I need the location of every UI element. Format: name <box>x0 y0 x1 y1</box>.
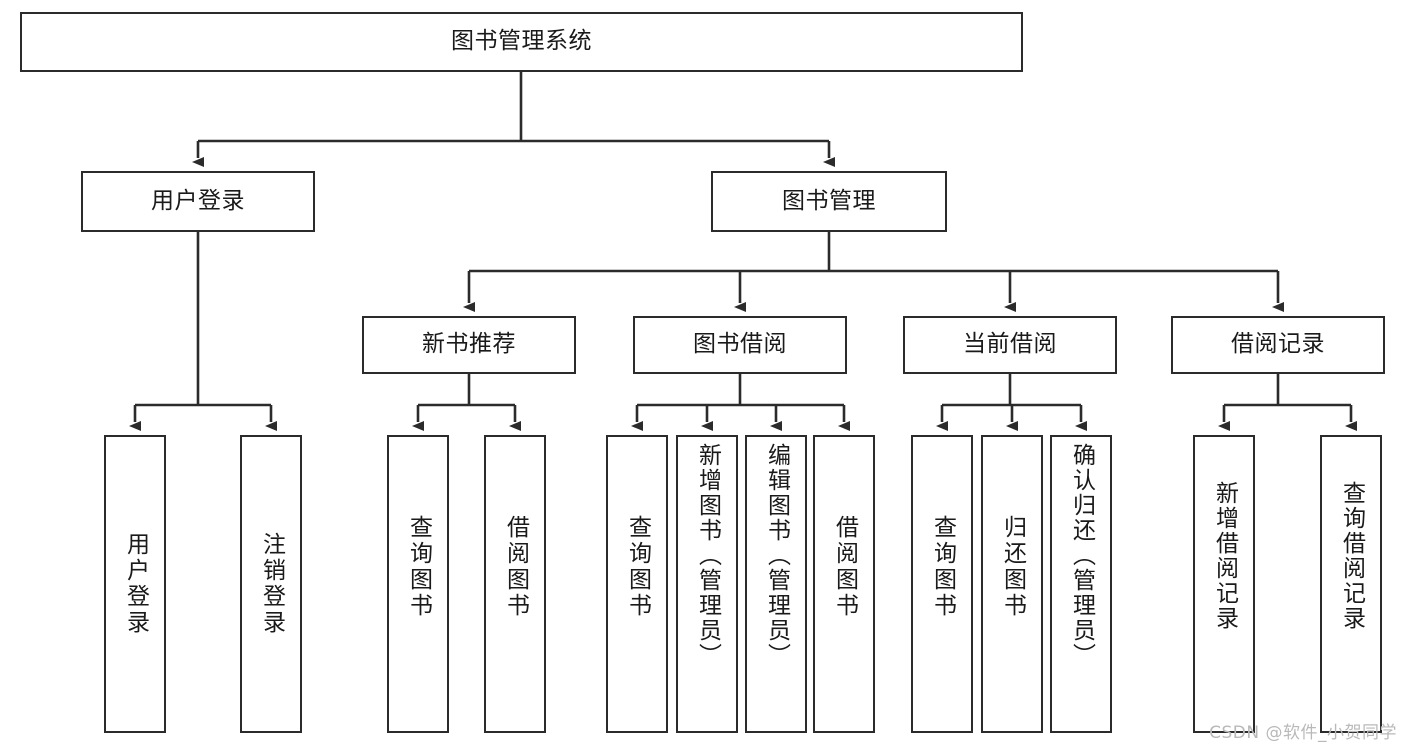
node-leaf-borrow-book-2[interactable]: 借阅图书 <box>813 435 875 733</box>
csdn-watermark: CSDN @软件_小贺同学 <box>1209 723 1397 743</box>
node-book-borrow-label: 图书借阅 <box>693 331 787 358</box>
node-leaf-add-book[interactable]: 新增图书（管理员） <box>676 435 738 733</box>
node-borrow-records[interactable]: 借阅记录 <box>1171 316 1385 374</box>
node-leaf-add-record[interactable]: 新增借阅记录 <box>1193 435 1255 733</box>
node-leaf-edit-book[interactable]: 编辑图书（管理员） <box>745 435 807 733</box>
node-leaf-query-book-2-label: 查询图书 <box>624 515 651 619</box>
node-current-borrow[interactable]: 当前借阅 <box>903 316 1117 374</box>
node-leaf-query-book-3-label: 查询图书 <box>929 515 956 619</box>
node-leaf-borrow-book-1[interactable]: 借阅图书 <box>484 435 546 733</box>
node-leaf-confirm-return-label: 确认归还（管理员） <box>1068 443 1095 668</box>
node-leaf-query-book-3[interactable]: 查询图书 <box>911 435 973 733</box>
node-leaf-add-book-label: 新增图书（管理员） <box>694 443 721 668</box>
node-root[interactable]: 图书管理系统 <box>20 12 1023 72</box>
node-book-manage-label: 图书管理 <box>782 187 876 214</box>
node-leaf-confirm-return[interactable]: 确认归还（管理员） <box>1050 435 1112 733</box>
node-user-login-label: 用户登录 <box>151 187 245 214</box>
node-leaf-borrow-book-1-label: 借阅图书 <box>502 515 529 619</box>
node-book-manage[interactable]: 图书管理 <box>711 171 947 232</box>
node-new-book-recommend[interactable]: 新书推荐 <box>362 316 576 374</box>
node-current-borrow-label: 当前借阅 <box>963 331 1057 358</box>
node-leaf-query-book-1[interactable]: 查询图书 <box>387 435 449 733</box>
node-leaf-add-record-label: 新增借阅记录 <box>1211 481 1238 631</box>
node-borrow-records-label: 借阅记录 <box>1231 331 1325 358</box>
node-leaf-query-book-2[interactable]: 查询图书 <box>606 435 668 733</box>
node-leaf-query-book-1-label: 查询图书 <box>405 515 432 619</box>
node-leaf-borrow-book-2-label: 借阅图书 <box>831 515 858 619</box>
node-leaf-return-book[interactable]: 归还图书 <box>981 435 1043 733</box>
node-leaf-query-record[interactable]: 查询借阅记录 <box>1320 435 1382 733</box>
node-leaf-query-record-label: 查询借阅记录 <box>1338 481 1365 631</box>
node-user-login[interactable]: 用户登录 <box>81 171 315 232</box>
node-leaf-logout-label: 注销登录 <box>258 532 285 636</box>
node-root-label: 图书管理系统 <box>451 28 592 55</box>
node-leaf-user-login[interactable]: 用户登录 <box>104 435 166 733</box>
node-leaf-user-login-label: 用户登录 <box>122 532 149 636</box>
node-leaf-logout[interactable]: 注销登录 <box>240 435 302 733</box>
node-new-book-recommend-label: 新书推荐 <box>422 331 516 358</box>
node-leaf-edit-book-label: 编辑图书（管理员） <box>763 443 790 668</box>
node-leaf-return-book-label: 归还图书 <box>999 515 1026 619</box>
node-book-borrow[interactable]: 图书借阅 <box>633 316 847 374</box>
